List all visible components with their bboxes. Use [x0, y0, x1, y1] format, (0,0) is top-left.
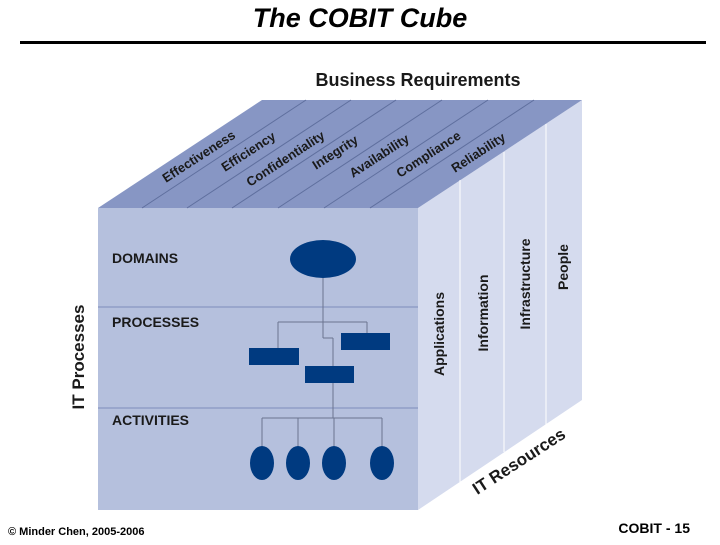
slide-title: The COBIT Cube	[252, 3, 468, 33]
it-processes-label: IT Processes	[69, 305, 88, 410]
process-box	[341, 333, 390, 350]
title-divider	[20, 41, 706, 44]
front-face-dividers	[98, 306, 418, 409]
process-box	[305, 366, 354, 383]
row-label-activities: ACTIVITIES	[112, 412, 189, 428]
cube-side-face	[418, 100, 582, 510]
activity-ellipse	[286, 446, 310, 480]
activity-ellipse	[322, 446, 346, 480]
business-requirements-label: Business Requirements	[315, 70, 520, 90]
domain-ellipse	[290, 240, 356, 278]
side-face-dividers	[459, 124, 547, 482]
resource-people: People	[555, 244, 571, 290]
row-label-domains: DOMAINS	[112, 250, 178, 266]
resource-information: Information	[475, 275, 491, 352]
activity-ellipse	[250, 446, 274, 480]
activity-ellipse	[370, 446, 394, 480]
row-label-processes: PROCESSES	[112, 314, 199, 330]
resource-infrastructure: Infrastructure	[517, 238, 533, 329]
process-box	[249, 348, 299, 365]
top-face-dividers	[141, 99, 535, 209]
hierarchy-connectors	[261, 278, 383, 448]
resource-applications: Applications	[431, 292, 447, 376]
cube-top-face	[98, 100, 582, 208]
copyright-footer: © Minder Chen, 2005-2006	[8, 526, 145, 538]
slide-number: COBIT - 15	[618, 520, 690, 536]
